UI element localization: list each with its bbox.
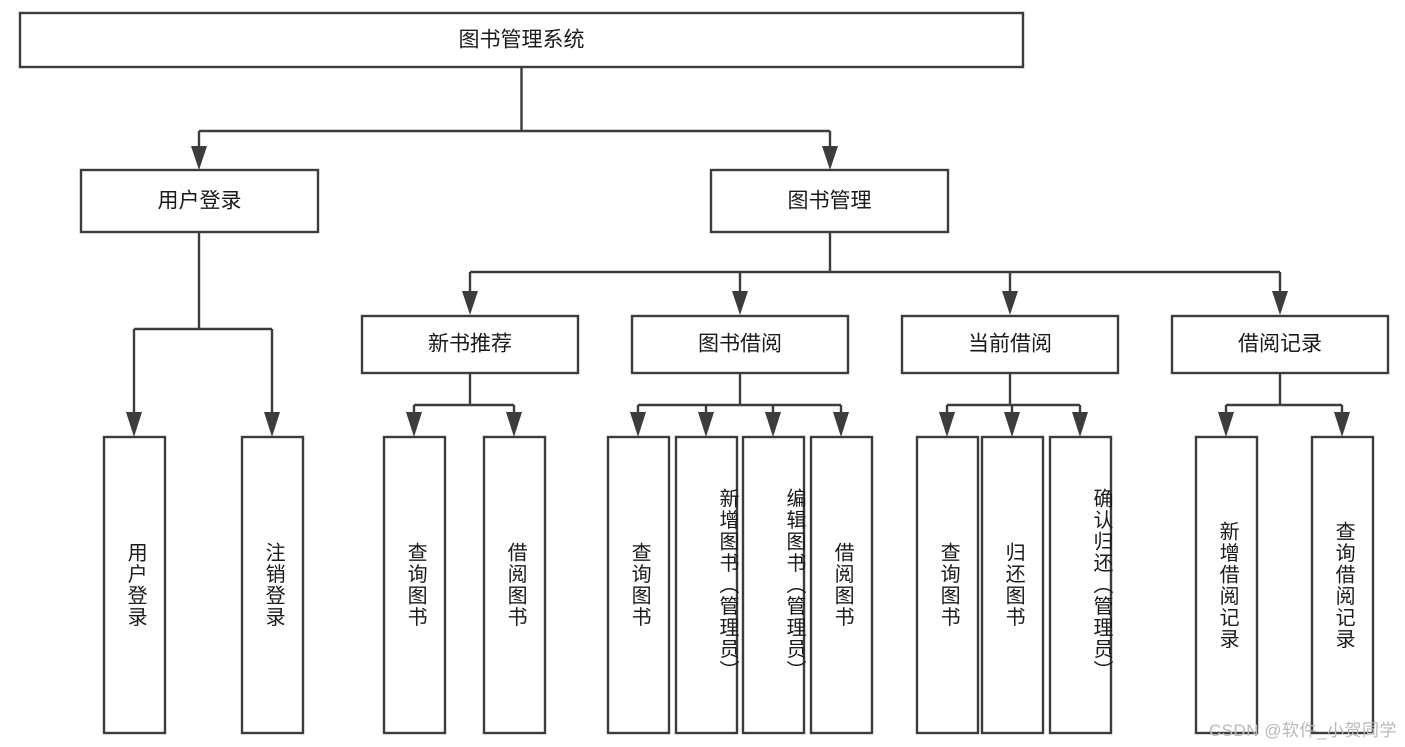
csdn-watermark: CSDN @软件_小贺同学 bbox=[1208, 721, 1397, 740]
connector-group-current-borrow bbox=[939, 373, 1088, 437]
connector-group-user-login bbox=[126, 232, 280, 437]
arrow-head-book-mgmt bbox=[822, 146, 838, 170]
arrow-head-br-leaf-2 bbox=[1334, 412, 1350, 437]
node-book-management[interactable]: 图书管理 bbox=[709, 168, 950, 234]
arrow-head-bb-leaf-3 bbox=[765, 412, 781, 437]
arrow-head-bb-leaf-4 bbox=[833, 412, 849, 437]
node-new-book-recommend-rect bbox=[360, 314, 580, 375]
leaf-rect-cb-return-book[interactable] bbox=[980, 435, 1045, 735]
node-current-borrow-rect bbox=[900, 314, 1120, 375]
arrow-head-leaf-user-login bbox=[126, 412, 142, 437]
arrow-head-nb-leaf-2 bbox=[506, 412, 522, 437]
connector-group-new-book bbox=[406, 373, 522, 437]
node-book-management-label: 图书管理 bbox=[788, 190, 872, 213]
leaf-rect-bb-query-book[interactable] bbox=[606, 435, 671, 735]
node-new-book-recommend[interactable]: 新书推荐 bbox=[360, 314, 580, 375]
arrow-head-current-borrow bbox=[1002, 291, 1018, 315]
arrow-head-borrow-record bbox=[1272, 291, 1288, 315]
leaf-rect-br-add-record[interactable] bbox=[1194, 435, 1259, 735]
node-book-borrow-label: 图书借阅 bbox=[698, 333, 782, 356]
node-root-rect bbox=[18, 11, 1025, 69]
arrow-head-book-borrow bbox=[732, 291, 748, 315]
arrow-head-bb-leaf-1 bbox=[630, 412, 646, 437]
node-current-borrow[interactable]: 当前借阅 bbox=[900, 314, 1120, 375]
leaf-rect-bb-edit-book-admin[interactable] bbox=[741, 435, 806, 735]
arrow-head-bb-leaf-2 bbox=[698, 412, 714, 437]
node-borrow-record-rect bbox=[1170, 314, 1390, 375]
node-new-book-recommend-label: 新书推荐 bbox=[428, 333, 512, 356]
arrow-head-leaf-logout bbox=[264, 412, 280, 437]
arrow-head-nb-leaf-1 bbox=[406, 412, 422, 437]
leaf-rect-cb-confirm-return-admin[interactable] bbox=[1048, 435, 1113, 735]
node-root-book-management-system[interactable]: 图书管理系统 bbox=[18, 11, 1025, 69]
arrow-head-cb-leaf-1 bbox=[939, 412, 955, 437]
leaf-rect-user-login[interactable] bbox=[102, 435, 167, 735]
leaf-rect-logout[interactable] bbox=[240, 435, 305, 735]
leaf-rect-cb-query-book[interactable] bbox=[915, 435, 980, 735]
connector-group-book-mgmt bbox=[462, 232, 1288, 315]
arrow-head-user-login bbox=[191, 146, 207, 170]
connector-group-book-borrow bbox=[630, 373, 849, 437]
arrow-head-cb-leaf-3 bbox=[1072, 412, 1088, 437]
leaf-rect-nb-query-book[interactable] bbox=[382, 435, 447, 735]
leaf-rect-bb-add-book-admin[interactable] bbox=[674, 435, 739, 735]
leaf-rect-bb-borrow-book[interactable] bbox=[809, 435, 874, 735]
leaf-rect-nb-borrow-book[interactable] bbox=[482, 435, 547, 735]
node-user-login[interactable]: 用户登录 bbox=[79, 168, 320, 234]
node-borrow-record-label: 借阅记录 bbox=[1238, 333, 1322, 356]
connector-group-root bbox=[191, 67, 838, 170]
node-user-login-rect bbox=[79, 168, 320, 234]
arrow-head-br-leaf-1 bbox=[1218, 412, 1234, 437]
leaf-rect-br-query-record[interactable] bbox=[1310, 435, 1375, 735]
connector-group-borrow-record bbox=[1218, 373, 1350, 437]
node-borrow-record[interactable]: 借阅记录 bbox=[1170, 314, 1390, 375]
node-book-management-rect bbox=[709, 168, 950, 234]
arrow-head-cb-leaf-2 bbox=[1004, 412, 1020, 437]
node-root-label: 图书管理系统 bbox=[459, 29, 585, 52]
node-current-borrow-label: 当前借阅 bbox=[968, 333, 1052, 356]
node-book-borrow[interactable]: 图书借阅 bbox=[630, 314, 850, 375]
node-book-borrow-rect bbox=[630, 314, 850, 375]
arrow-head-new-book bbox=[462, 291, 478, 315]
node-user-login-label: 用户登录 bbox=[158, 190, 242, 213]
